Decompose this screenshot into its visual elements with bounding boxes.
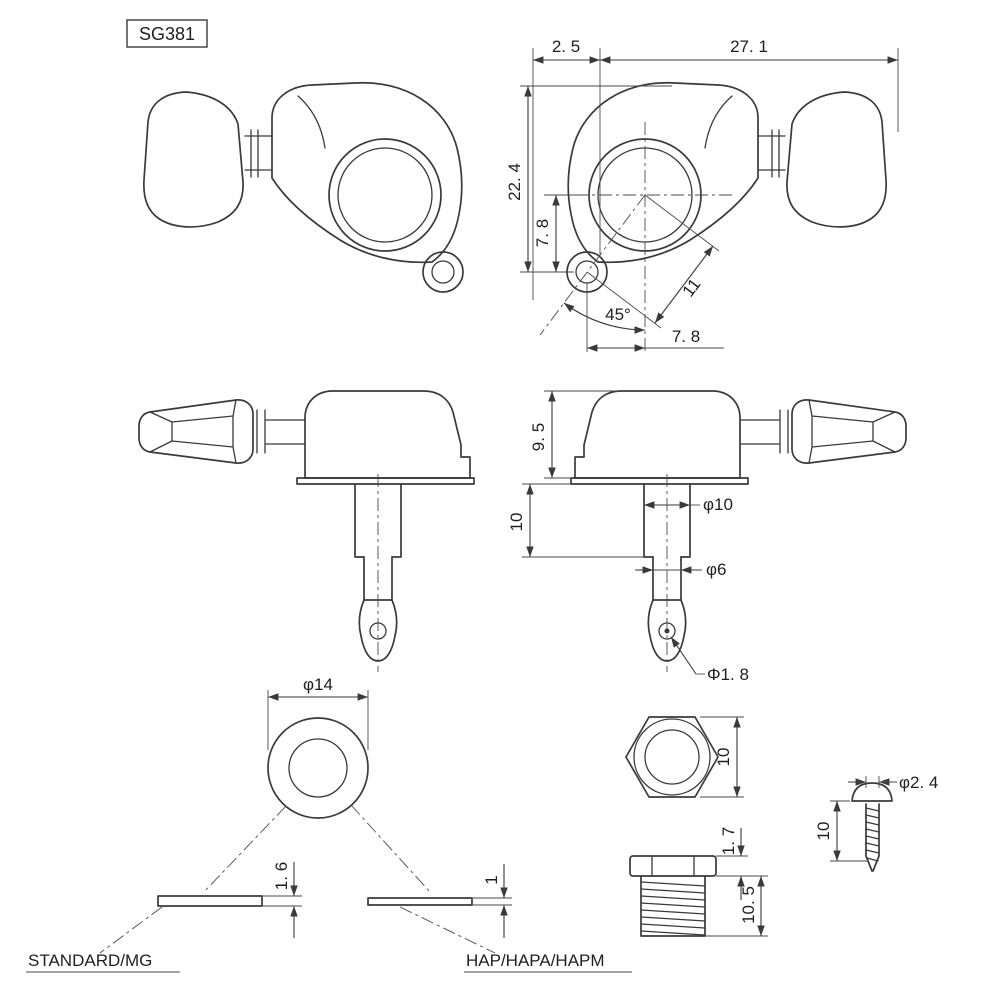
dim-27-1-text: 27. 1 [730, 37, 768, 56]
dim-screw-10-text: 10 [814, 822, 833, 841]
dim-1-7-text: 1. 7 [719, 827, 738, 855]
washer-view: φ14 1. 6 1 STANDARD/MG HAP/HAPA/HAPM [26, 675, 632, 973]
screw-head [851, 782, 893, 802]
front-view-right [539, 81, 887, 352]
washer-leader-left [202, 805, 287, 894]
bushing-view: 1. 7 10. 5 [629, 827, 768, 937]
dim-7-8-vertical-text: 7. 8 [533, 219, 552, 247]
bushing-head-facets [651, 855, 695, 877]
standard-mg-label: STANDARD/MG [28, 951, 152, 970]
dim-phi10-text: φ10 [703, 495, 733, 514]
part-label-text: SG381 [139, 24, 195, 44]
nut-hexagon [625, 716, 719, 798]
standard-label-leader [99, 906, 163, 954]
washer-leader-right [350, 804, 432, 894]
diagonal-45-centerline [539, 194, 646, 336]
dim-1-text: 1 [482, 875, 501, 884]
hap-washer-section [367, 897, 473, 906]
hap-label-leader [399, 906, 496, 954]
nut-view: 10 [625, 716, 744, 798]
screw-view: φ2. 4 10 [814, 773, 938, 872]
nut-thread-hole [644, 729, 700, 785]
side-view-right [570, 390, 907, 673]
dim-22-4-text: 22. 4 [505, 163, 524, 201]
nut-inscribed-circle [633, 718, 711, 796]
dim-phi1-8-text: Φ1. 8 [707, 665, 749, 684]
front-view-left [143, 81, 464, 293]
screw-threads [865, 807, 880, 862]
hap-hapa-hapm-label: HAP/HAPA/HAPM [466, 951, 605, 970]
dim-9-5-text: 9. 5 [529, 423, 548, 451]
side-view-left [138, 390, 475, 673]
screw-shank [865, 803, 880, 872]
bushing-threads [640, 881, 706, 936]
dim-phi14-text: φ14 [303, 675, 333, 694]
dim-phi2-4-text: φ2. 4 [899, 773, 938, 792]
dim-nut-10-text: 10 [714, 748, 733, 767]
side-view-dimensions: 9. 5 10 φ10 φ6 Φ1. 8 [507, 390, 749, 684]
washer-inner-circle [288, 738, 348, 798]
dim-2-5-text: 2. 5 [552, 37, 580, 56]
part-label-box: SG381 [126, 19, 208, 48]
dim-1-6-text: 1. 6 [272, 862, 291, 890]
dim-7-8-horizontal-text: 7. 8 [672, 327, 700, 346]
dim-10-post-text: 10 [507, 513, 526, 532]
dim-10-5-text: 10. 5 [739, 886, 758, 924]
dim-11-text: 11 [679, 275, 705, 301]
dim-45deg-text: 45° [605, 305, 631, 324]
washer-outer-circle [267, 717, 369, 819]
standard-washer-section [157, 895, 263, 907]
dim-phi6-text: φ6 [706, 560, 726, 579]
part-label-frame [126, 19, 208, 48]
string-hole-center-dot [664, 628, 670, 634]
bushing-head [629, 855, 717, 877]
